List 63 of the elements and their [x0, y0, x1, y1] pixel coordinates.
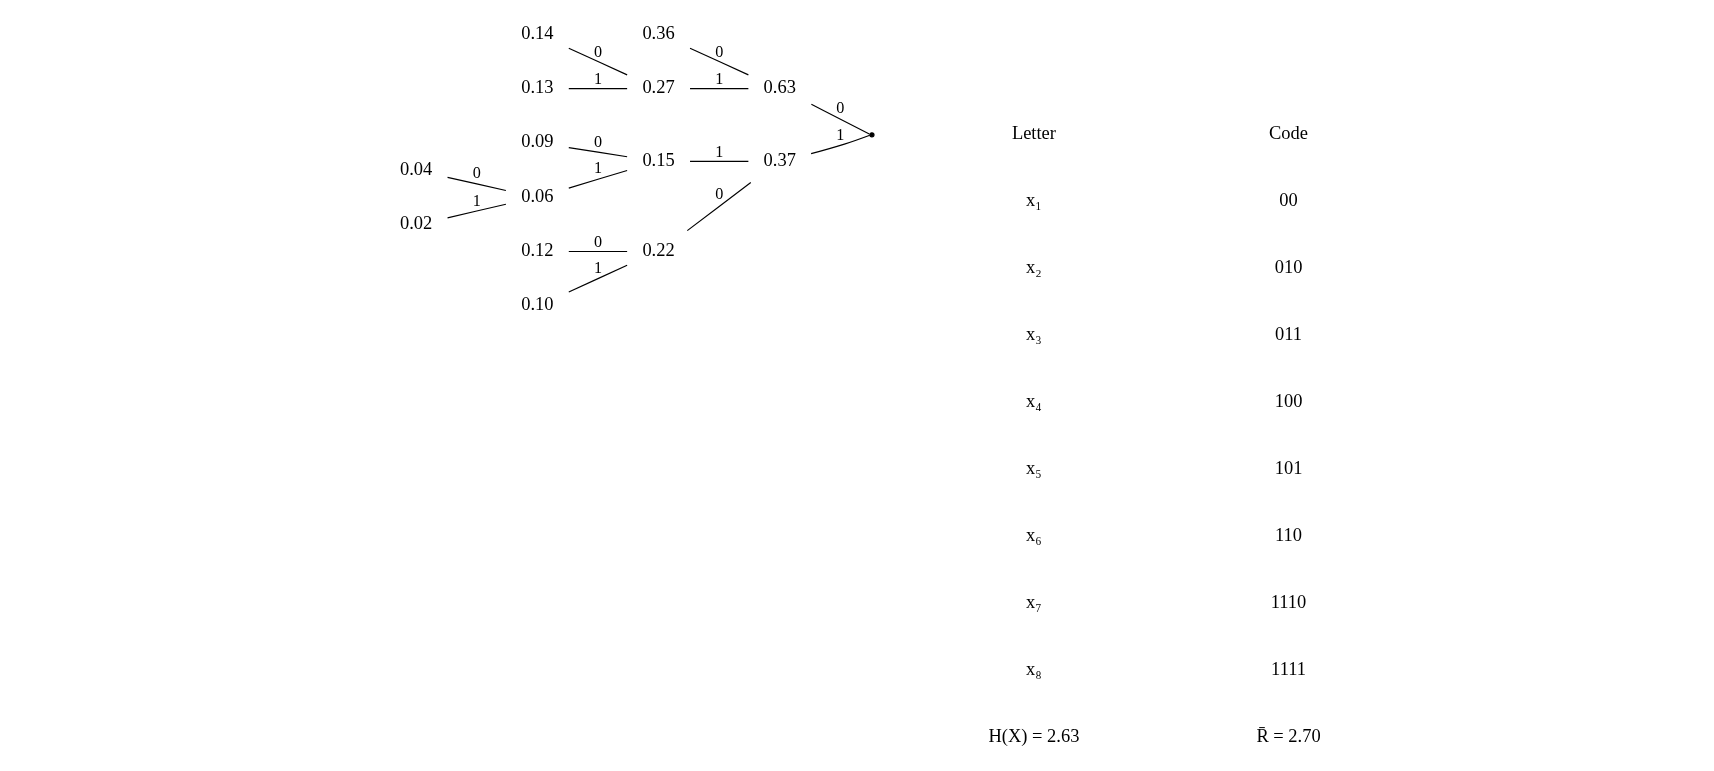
label: 00: [1278, 189, 1298, 210]
label: H(X) = 2.63: [987, 725, 1079, 746]
node-point: [868, 131, 875, 137]
label: 100: [1274, 390, 1302, 411]
edge-label: 0: [593, 42, 602, 60]
node-text: 0.36: [641, 22, 675, 43]
label: 110: [1274, 524, 1302, 545]
label: 1110: [1270, 591, 1306, 612]
node-text: 0.09: [520, 130, 553, 151]
label: x₁: [1025, 189, 1042, 210]
label: 1111: [1270, 658, 1306, 679]
edge-label: 1: [593, 258, 602, 275]
edge-label: 0: [714, 184, 723, 202]
label: R̄ = 2.70: [1255, 725, 1321, 746]
node-text: 0.06: [520, 185, 553, 206]
label: x₅: [1025, 457, 1042, 478]
edge-label: 0: [714, 42, 723, 60]
node-text: 0.12: [520, 239, 553, 260]
node-text: 0.37: [763, 149, 796, 170]
edge-label: 0: [835, 98, 844, 116]
connector: [688, 87, 749, 89]
edge-label: 1: [472, 191, 481, 209]
edge-label: 1: [714, 142, 723, 160]
node-text: 0.10: [520, 293, 553, 314]
edge-label: 0: [593, 132, 602, 150]
node-text: 0.13: [520, 76, 553, 97]
connector: [567, 169, 628, 189]
node-text: 0.22: [641, 239, 675, 260]
label: Code: [1268, 122, 1308, 143]
node-text: 0.14: [520, 22, 553, 43]
label: x₂: [1025, 256, 1042, 277]
connector: [688, 47, 749, 75]
label: 101: [1274, 457, 1302, 478]
node-text: 0.02: [399, 212, 432, 233]
connector: [446, 203, 506, 218]
connector: [567, 47, 628, 75]
label: x₄: [1025, 390, 1042, 411]
connector: [810, 103, 870, 135]
node-text: 0.15: [641, 149, 675, 170]
label: x₈: [1025, 658, 1042, 679]
edge-label: 1: [835, 125, 844, 143]
connector: [567, 250, 628, 252]
label: x₃: [1025, 323, 1042, 344]
label: 010: [1274, 256, 1302, 277]
connector: [688, 160, 749, 162]
connector: [810, 134, 870, 154]
node-text: 0.04: [399, 158, 432, 179]
label: x₇: [1025, 591, 1042, 612]
label: x₆: [1025, 524, 1042, 545]
edge-label: 0: [593, 232, 602, 250]
connector: [567, 146, 628, 157]
label: Letter: [1011, 122, 1056, 143]
edge-label: 1: [593, 69, 602, 87]
node-text: 0.27: [641, 76, 675, 97]
connector: [567, 264, 628, 292]
connector: [446, 176, 506, 191]
edge-label: 0: [472, 163, 481, 181]
node-text: 0.63: [763, 76, 796, 97]
connector: [686, 181, 751, 231]
label: 011: [1274, 323, 1302, 344]
edge-label: 1: [714, 69, 723, 87]
connector: [567, 87, 628, 89]
edge-label: 1: [593, 158, 602, 176]
